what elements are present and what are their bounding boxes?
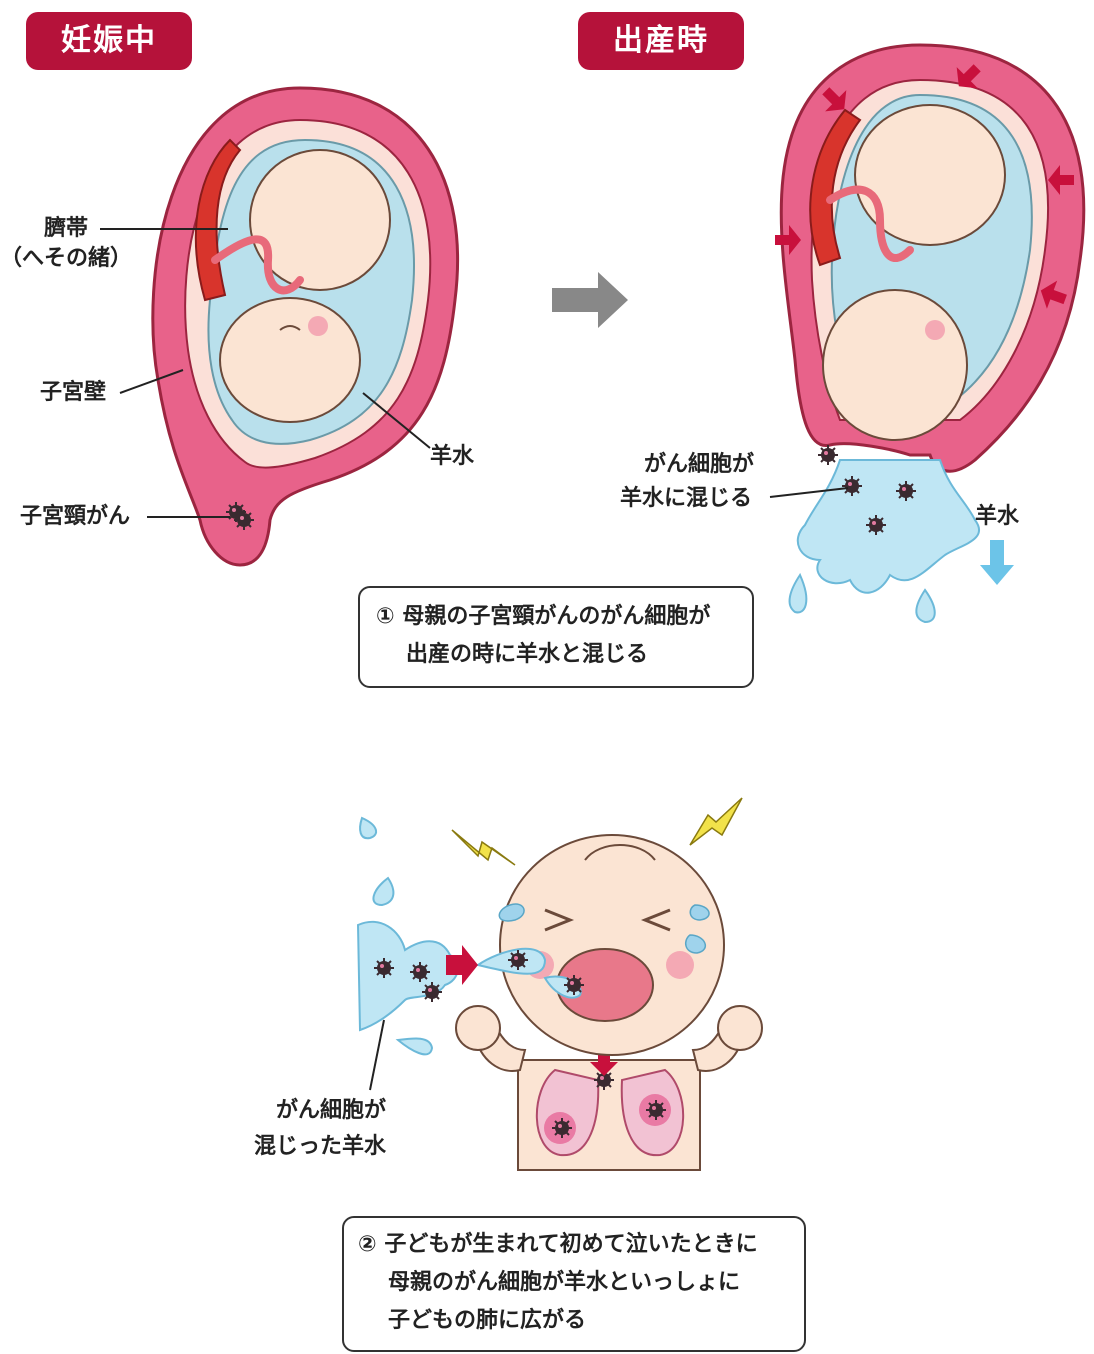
label-amniotic-fluid-right: 羊水 — [975, 502, 1019, 532]
header-pregnancy: 妊娠中 — [26, 12, 192, 70]
fluid-down-arrow-icon — [980, 540, 1014, 585]
label-mixed-fluid-1: がん細胞が — [276, 1096, 386, 1126]
label-mixed-fluid-2: 混じった羊水 — [254, 1132, 386, 1162]
uterus-pregnancy — [153, 88, 458, 565]
header-delivery: 出産時 — [578, 12, 744, 70]
caption-step-1-line-2: 出産の時に羊水と混じる — [376, 636, 736, 674]
label-cancer-cells-mix-2: 羊水に混じる — [620, 484, 752, 514]
caption-step-2-line-2: 母親のがん細胞が羊水といっしょに — [358, 1264, 790, 1302]
step-2-number: ② — [358, 1232, 377, 1257]
transition-arrow-icon — [552, 272, 628, 328]
step-1-text-1: 母親の子宮頸がんのがん細胞が — [402, 604, 710, 629]
lightning-icon — [690, 798, 742, 845]
caption-step-1-line-1: ① 母親の子宮頸がんのがん細胞が — [376, 598, 736, 636]
label-cervical-cancer: 子宮頸がん — [20, 502, 130, 532]
crying-baby — [452, 798, 762, 1170]
lightning-icon — [452, 830, 515, 865]
step-1-number: ① — [376, 604, 395, 629]
label-cancer-cells-mix-1: がん細胞が — [644, 450, 754, 480]
step-2-text-1: 子どもが生まれて初めて泣いたときに — [384, 1232, 757, 1257]
label-umbilical-cord-sub: （へその緒） — [0, 244, 132, 274]
caption-step-2-line-1: ② 子どもが生まれて初めて泣いたときに — [358, 1226, 790, 1264]
label-uterine-wall: 子宮壁 — [40, 378, 106, 408]
caption-step-2: ② 子どもが生まれて初めて泣いたときに 母親のがん細胞が羊水といっしょに 子ども… — [342, 1216, 806, 1352]
uterus-delivery — [775, 45, 1084, 622]
label-umbilical-cord: 臍帯 — [44, 214, 88, 244]
label-amniotic-fluid-left: 羊水 — [430, 442, 474, 472]
caption-step-2-line-3: 子どもの肺に広がる — [358, 1302, 790, 1340]
caption-step-1: ① 母親の子宮頸がんのがん細胞が 出産の時に羊水と混じる — [358, 586, 754, 688]
